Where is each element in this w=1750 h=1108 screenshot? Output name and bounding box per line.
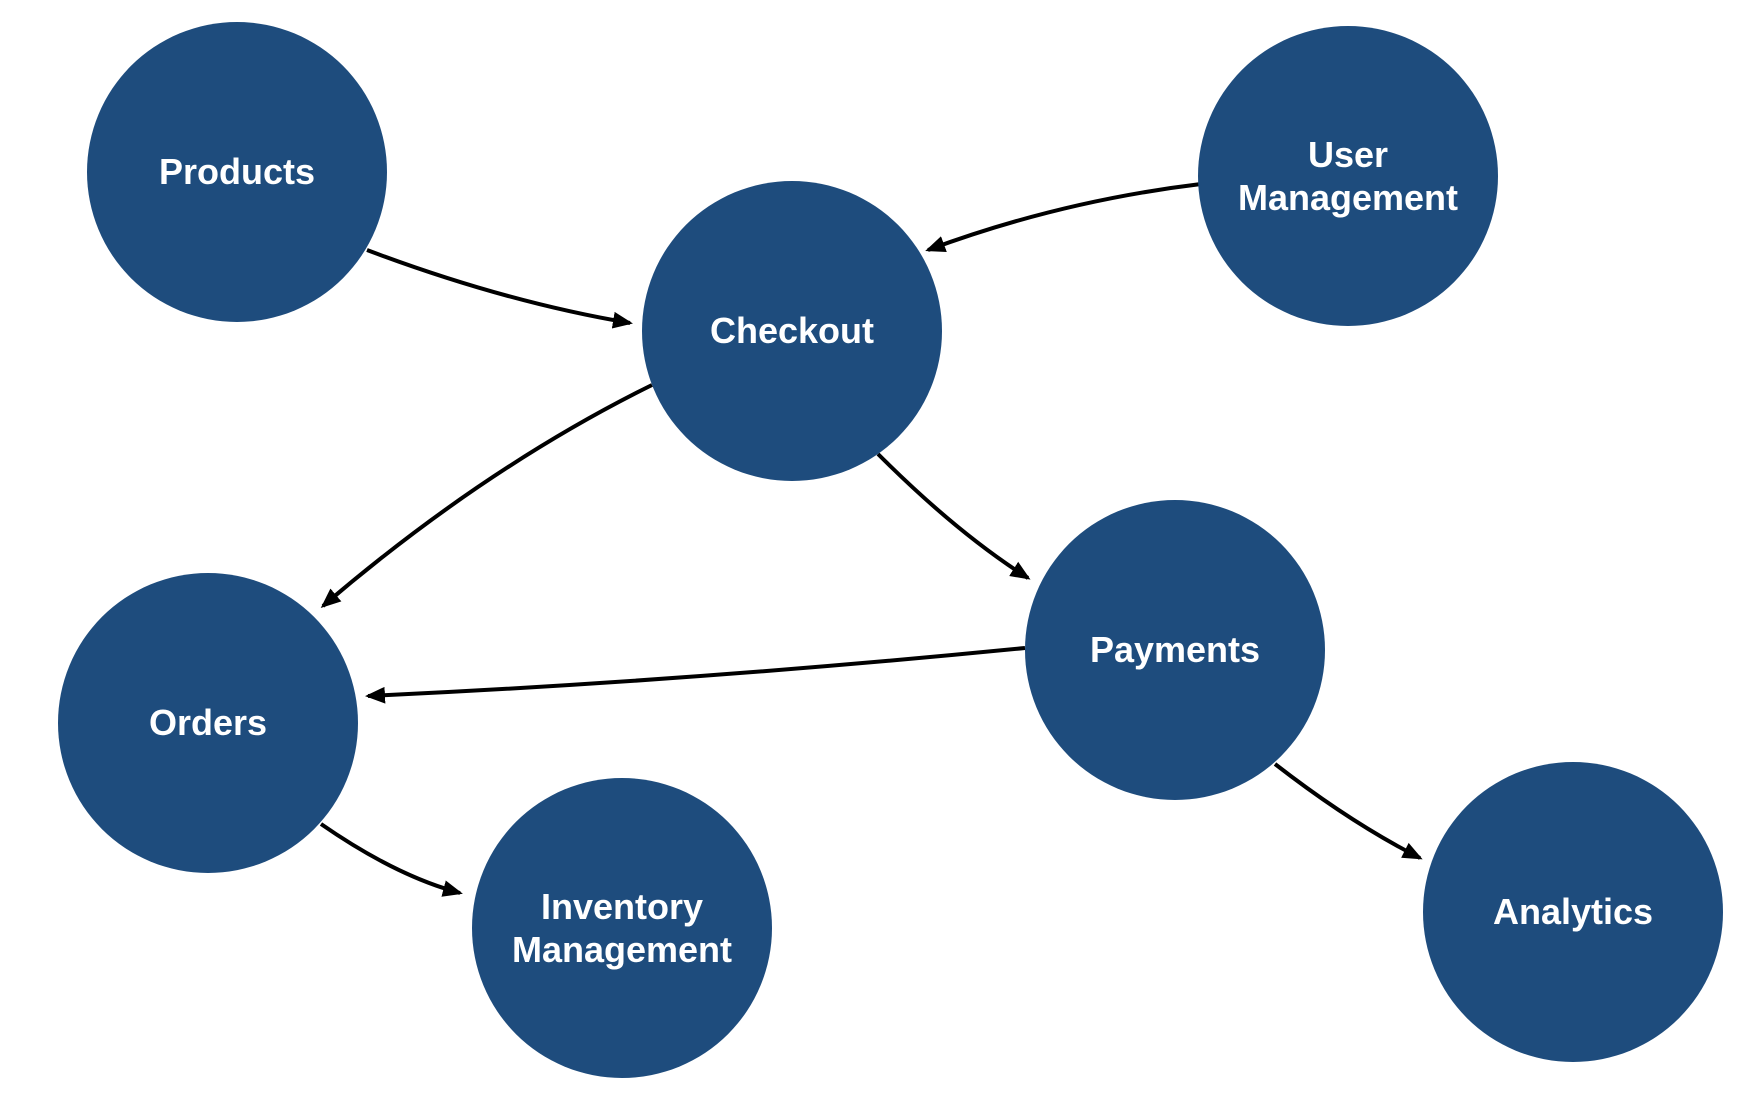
node-products: Products xyxy=(87,22,387,322)
node-inventory-management: Inventory Management xyxy=(472,778,772,1078)
node-analytics: Analytics xyxy=(1423,762,1723,1062)
edge-checkout-to-payments xyxy=(876,452,1031,580)
node-orders: Orders xyxy=(58,573,358,873)
node-inventory-management-label: Inventory Management xyxy=(511,885,733,970)
edge-products-to-checkout xyxy=(366,248,633,329)
node-user-management-label: User Management xyxy=(1237,133,1459,218)
node-orders-label: Orders xyxy=(148,702,268,744)
edge-orders-to-inventory-management xyxy=(319,822,463,897)
edge-checkout-to-orders xyxy=(320,383,653,608)
node-payments: Payments xyxy=(1025,500,1325,800)
edge-user-management-to-checkout xyxy=(925,182,1202,252)
node-checkout: Checkout xyxy=(642,181,942,481)
node-products-label: Products xyxy=(158,151,316,193)
edge-payments-to-analytics xyxy=(1273,762,1423,860)
edge-payments-to-orders xyxy=(365,646,1026,704)
node-checkout-label: Checkout xyxy=(709,310,875,352)
node-analytics-label: Analytics xyxy=(1492,891,1654,933)
node-user-management: User Management xyxy=(1198,26,1498,326)
node-payments-label: Payments xyxy=(1089,629,1261,671)
